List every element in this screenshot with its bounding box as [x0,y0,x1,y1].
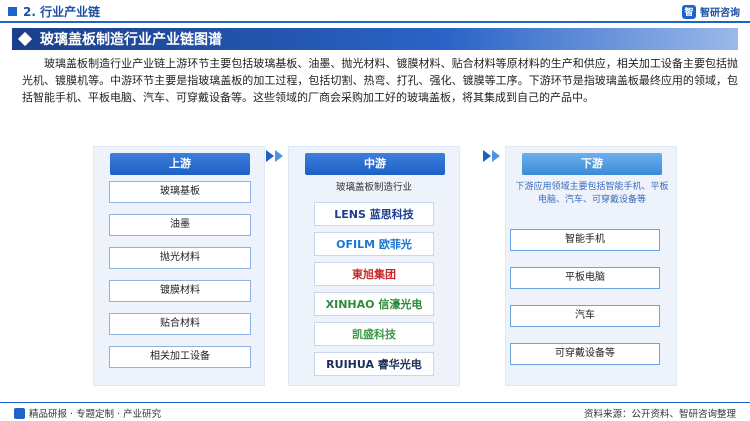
brand-mark-icon [14,407,25,419]
section-title: 2. 行业产业链 [23,4,101,19]
midstream-column: 中游 玻璃盖板制造行业 LENS 蓝思科技 OFILM 欧菲光 東旭集团 XIN… [288,146,460,386]
company-logo-kaisheng: 凯盛科技 [314,322,434,346]
company-logo-lens: LENS 蓝思科技 [314,202,434,226]
upstream-item: 油墨 [109,214,251,236]
midstream-caption: 玻璃盖板制造行业 [335,182,412,193]
source-note: 资料来源：公开资料、智研咨询整理 [583,409,736,420]
top-bar: 2. 行业产业链 智 智研咨询 [0,0,750,23]
intro-paragraph: 玻璃盖板制造行业产业链上游环节主要包括玻璃基板、油墨、抛光材料、镀膜材料、贴合材… [22,57,738,105]
downstream-item: 汽车 [510,305,660,327]
brand-logo: 智 智研咨询 [682,4,740,19]
footer-tagline: 精品研报 · 专题定制 · 产业研究 [14,406,161,420]
title-bar: 玻璃盖板制造行业产业链图谱 [12,28,738,50]
top-divider [0,21,750,23]
midstream-header: 中游 [305,153,445,175]
upstream-header: 上游 [110,153,250,175]
upstream-item: 镀膜材料 [109,280,251,302]
upstream-item: 玻璃基板 [109,181,251,203]
company-logo-xinhao: XINHAO 信濠光电 [314,292,434,316]
downstream-item: 可穿戴设备等 [510,343,660,365]
downstream-caption: 下游应用领域主要包括智能手机、平板电脑、汽车、可穿戴设备等 [515,182,669,205]
section-label: 2. 行业产业链 [0,0,100,22]
footer: 精品研报 · 专题定制 · 产业研究 资料来源：公开资料、智研咨询整理 [0,402,750,421]
company-logo-dongxu: 東旭集团 [314,262,434,286]
flow-arrow-icon [266,150,284,162]
upstream-item: 贴合材料 [109,313,251,335]
downstream-item: 智能手机 [510,229,660,251]
company-logo-ruihua: RUIHUA 睿华光电 [314,352,434,376]
flow-arrow-icon [483,150,501,162]
downstream-header: 下游 [522,153,662,175]
upstream-item: 相关加工设备 [109,346,251,368]
diamond-icon [17,31,33,47]
upstream-column: 上游 玻璃基板 油墨 抛光材料 镀膜材料 贴合材料 相关加工设备 [93,146,265,386]
downstream-item: 平板电脑 [510,267,660,289]
page-title: 玻璃盖板制造行业产业链图谱 [40,32,222,48]
company-logo-ofilm: OFILM 欧菲光 [314,232,434,256]
upstream-item: 抛光材料 [109,247,251,269]
brand-name: 智研咨询 [700,8,740,19]
section-marker-icon [8,6,17,16]
footer-tagline-text: 精品研报 · 专题定制 · 产业研究 [29,409,162,420]
footer-divider [0,402,750,403]
brand-icon: 智 [682,4,696,19]
downstream-column: 下游 下游应用领域主要包括智能手机、平板电脑、汽车、可穿戴设备等 智能手机 平板… [505,146,677,386]
